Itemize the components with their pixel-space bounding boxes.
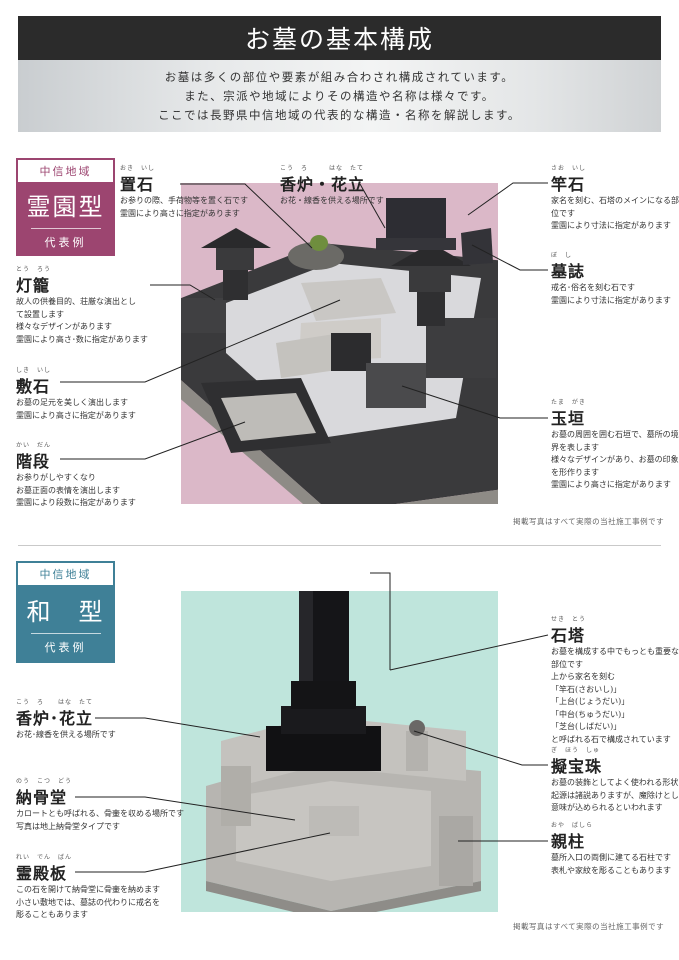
reidenban-desc: この石を開けて納骨堂に骨壷を納めます 小さい敷地では、墓誌の代わりに戒名を 彫る…: [16, 885, 160, 919]
wa-type-badge: 中信地域 和 型 代表例: [16, 561, 115, 663]
leader-sekitou: [389, 634, 549, 671]
okiishi-name: 置石: [120, 175, 155, 194]
intro-line-2: また、宗派や地域によりその構造や名称は様々です。: [184, 88, 495, 103]
leader-tourou: [150, 284, 216, 301]
reien-photo-panel: [156, 183, 526, 528]
tourou-ruby: とう ろう: [16, 266, 52, 273]
label-tourou: とう ろう 灯籠 故人の供養目的、荘厳な演出とし て設置します 様々なデザインが…: [16, 264, 148, 346]
leader-noukotsudou: [75, 796, 296, 821]
leader-kaidan: [60, 421, 246, 460]
saoishi-ruby: さお いし: [551, 165, 587, 172]
reien-photo-note: 掲載写真はすべて実際の当社施工事例です: [513, 517, 665, 526]
section-divider: [18, 545, 661, 546]
shikiishi-desc: お墓の足元を美しく演出します 霊園により高さに指定があります: [16, 398, 136, 420]
sekitou-ruby: せき とう: [551, 616, 587, 623]
wa-photo-panel: [181, 581, 498, 921]
kouro2-ruby: こう ろ はな たて: [16, 699, 94, 706]
leader-shikiishi: [60, 299, 341, 383]
reidenban-name: 霊殿板: [16, 864, 68, 883]
tamagaki-desc: お墓の周囲を囲む石垣で、墓所の境 界を表します 様々なデザインがあり、お墓の印象…: [551, 430, 679, 489]
kaidan-name: 階段: [16, 452, 51, 471]
page-title: お墓の基本構成: [244, 25, 434, 54]
kouro2-desc: お花･線香を供える場所です: [16, 730, 116, 739]
shikiishi-ruby: しき いし: [16, 367, 52, 374]
kouro2-name: 香炉･花立: [16, 709, 94, 728]
saoishi-name: 竿石: [551, 175, 586, 194]
kaidan-ruby: かい だん: [16, 442, 52, 449]
reien-badge-body: 霊園型 代表例: [18, 182, 113, 254]
leader-tamagaki: [401, 385, 548, 419]
kaidan-desc: お参りがしやすくなり お墓正面の表情を演出します 霊園により段数に指定があります: [16, 473, 136, 507]
label-kaidan: かい だん 階段 お参りがしやすくなり お墓正面の表情を演出します 霊園により段…: [16, 440, 136, 510]
kouro1-desc: お花・線香を供える場所です: [280, 196, 384, 205]
boshi-name: 墓誌: [551, 262, 586, 281]
shikiishi-name: 敷石: [16, 377, 51, 396]
noukotsudou-name: 納骨堂: [16, 788, 68, 807]
label-tamagaki: たま がき 玉垣 お墓の周囲を囲む石垣で、墓所の境 界を表します 様々なデザイン…: [551, 397, 679, 492]
label-kouro-1: こう ろ はな たて 香炉・花立 お花・線香を供える場所です: [280, 163, 384, 208]
intro-line-1: お墓は多くの部位や要素が組み合わされ構成されています。: [164, 69, 515, 84]
intro-line-3: ここでは長野県中信地域の代表的な構造・名称を解説します。: [158, 107, 521, 122]
boshi-ruby: ぼ し: [551, 252, 573, 259]
gihoushu-desc: お墓の装飾としてよく使われる形状 起源は諸説ありますが、魔除けとしての 意味が込…: [551, 778, 679, 812]
leader-okiishi: [180, 183, 313, 249]
reien-rep-label: 代表例: [30, 227, 101, 250]
label-okiishi: おき いし 置石 お参りの際、手荷物等を置く石です 霊園により高さに指定がありま…: [120, 163, 248, 220]
label-kouro-2: こう ろ はな たて 香炉･花立 お花･線香を供える場所です: [16, 697, 116, 742]
label-noukotsudou: のう こつ どう 納骨堂 カロートとも呼ばれる、骨壷を収める場所です 写真は地上…: [16, 776, 184, 833]
reien-region-label: 中信地域: [39, 165, 92, 178]
label-oyabashira: おや ばしら 親柱 墓所入口の両側に建てる石柱です 表札や家紋を彫ることもありま…: [551, 820, 671, 877]
tamagaki-name: 玉垣: [551, 409, 586, 428]
noukotsudou-ruby: のう こつ どう: [16, 778, 73, 785]
oyabashira-name: 親柱: [551, 832, 586, 851]
label-gihoushu: ぎ ほう しゅ 擬宝珠 お墓の装飾としてよく使われる形状 起源は諸説ありますが、…: [551, 745, 679, 815]
leader-reidenban: [75, 832, 331, 873]
wa-photo-note: 掲載写真はすべて実際の当社施工事例です: [513, 922, 665, 931]
wa-grave-illustration: [206, 581, 481, 921]
reien-type-name: 霊園型: [26, 192, 105, 221]
tourou-desc: 故人の供養目的、荘厳な演出とし て設置します 様々なデザインがあります 霊園によ…: [16, 297, 148, 344]
wa-rep-label: 代表例: [30, 632, 101, 655]
kouro1-ruby: こう ろ はな たて: [280, 165, 365, 172]
label-boshi: ぼ し 墓誌 戒名･俗名を刻む石です 霊園により寸法に指定があります: [551, 250, 671, 307]
gihoushu-ruby: ぎ ほう しゅ: [551, 747, 601, 754]
boshi-desc: 戒名･俗名を刻む石です 霊園により寸法に指定があります: [551, 283, 671, 305]
okiishi-desc: お参りの際、手荷物等を置く石です 霊園により高さに指定があります: [120, 196, 248, 218]
page-title-bar: お墓の基本構成: [18, 16, 661, 60]
reien-type-badge: 中信地域 霊園型 代表例: [16, 158, 115, 256]
intro-box: お墓は多くの部位や要素が組み合わされ構成されています。 また、宗派や地域によりそ…: [18, 60, 661, 132]
reien-grave-illustration: [156, 198, 526, 528]
kouro1-name: 香炉・花立: [280, 175, 366, 194]
leader-kouro-1: [359, 183, 386, 229]
label-saoishi: さお いし 竿石 家名を刻む、石塔のメインになる部 位です 霊園により寸法に指定…: [551, 163, 679, 233]
okiishi-ruby: おき いし: [120, 165, 156, 172]
noukotsudou-desc: カロートとも呼ばれる、骨壷を収める場所です 写真は地上納骨堂タイプです: [16, 809, 184, 831]
tamagaki-ruby: たま がき: [551, 399, 586, 406]
label-sekitou: せき とう 石塔 お墓を構成する中でもっとも重要な 部位です 上から家名を刻む …: [551, 614, 679, 746]
wa-type-name: 和 型: [26, 597, 105, 626]
sekitou-desc: お墓を構成する中でもっとも重要な 部位です 上から家名を刻む 「竿石(さおいし)…: [551, 647, 679, 744]
wa-region-label: 中信地域: [39, 568, 92, 581]
leader-saoishi: [467, 182, 548, 216]
leader-boshi: [471, 244, 548, 271]
reidenban-ruby: れい でん ばん: [16, 854, 73, 861]
sekitou-name: 石塔: [551, 626, 586, 645]
leader-gihoushu: [413, 730, 548, 766]
oyabashira-desc: 墓所入口の両側に建てる石柱です 表札や家紋を彫ることもあります: [551, 853, 671, 875]
wa-badge-body: 和 型 代表例: [18, 585, 113, 661]
saoishi-desc: 家名を刻む、石塔のメインになる部 位です 霊園により寸法に指定があります: [551, 196, 679, 230]
leader-sekitou-vertical: [370, 572, 391, 670]
tourou-name: 灯籠: [16, 276, 51, 295]
leader-kouro-2: [95, 717, 261, 738]
gihoushu-name: 擬宝珠: [551, 757, 603, 776]
label-reidenban: れい でん ばん 霊殿板 この石を開けて納骨堂に骨壷を納めます 小さい敷地では、…: [16, 852, 160, 922]
label-shikiishi: しき いし 敷石 お墓の足元を美しく演出します 霊園により高さに指定があります: [16, 365, 136, 422]
oyabashira-ruby: おや ばしら: [551, 822, 594, 829]
